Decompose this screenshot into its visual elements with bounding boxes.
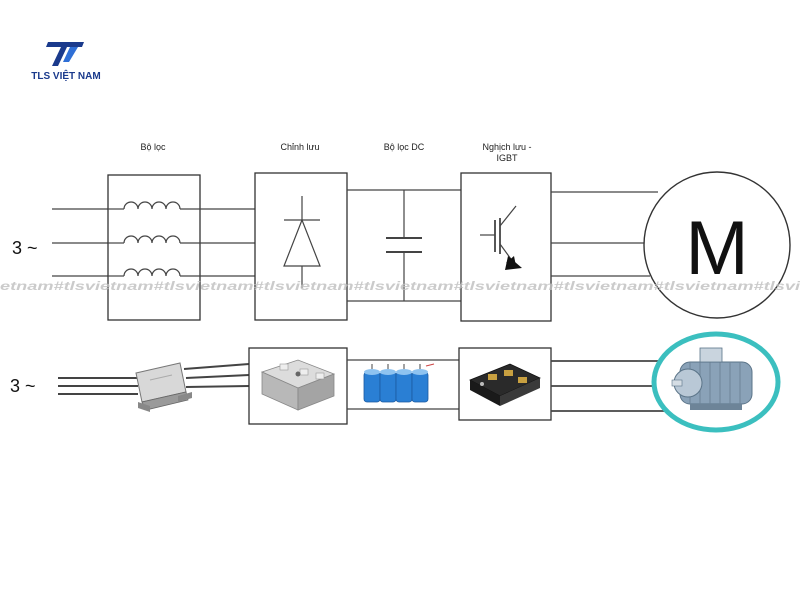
- block-label-dc-filter: Bộ lọc DC: [384, 142, 425, 152]
- bridge-rectifier-icon: [260, 359, 336, 411]
- photo-input-label: 3 ~: [10, 376, 36, 396]
- photo-row: 3 ~: [10, 331, 781, 433]
- brand-logo: TLS VIỆT NAM: [31, 42, 101, 82]
- block-label-filter: Bộ lọc: [140, 142, 166, 152]
- block-label-inverter: Nghịch lưu -: [482, 142, 531, 152]
- inductor-icon: [108, 201, 200, 277]
- electric-motor-icon: [651, 331, 781, 433]
- watermark-text: etnam#tlsvietnam#tlsvietnam#tlsvietnam#t…: [0, 279, 800, 293]
- capacitor-bank-icon: [363, 363, 435, 403]
- igbt-icon: [480, 205, 522, 270]
- igbt-module-icon: [469, 363, 541, 406]
- motor-label: M: [685, 206, 748, 291]
- rectifier-block: [254, 172, 348, 321]
- block-label-inverter-line2: IGBT: [496, 153, 518, 163]
- emi-filter-icon: [135, 362, 192, 412]
- inverter-block: [460, 172, 552, 322]
- block-label-rectifier: Chỉnh lưu: [280, 142, 319, 152]
- brand-name: TLS VIỆT NAM: [31, 69, 100, 82]
- schematic-row: 3 ~ Bộ lọc Chỉnh lưu: [12, 142, 791, 322]
- schematic-input-label: 3 ~: [12, 238, 38, 258]
- capacitor-icon: [386, 190, 422, 301]
- diode-icon: [283, 196, 321, 288]
- filter-block: [107, 174, 201, 321]
- tls-logo-icon: [46, 42, 84, 66]
- motor-symbol: M: [643, 171, 791, 319]
